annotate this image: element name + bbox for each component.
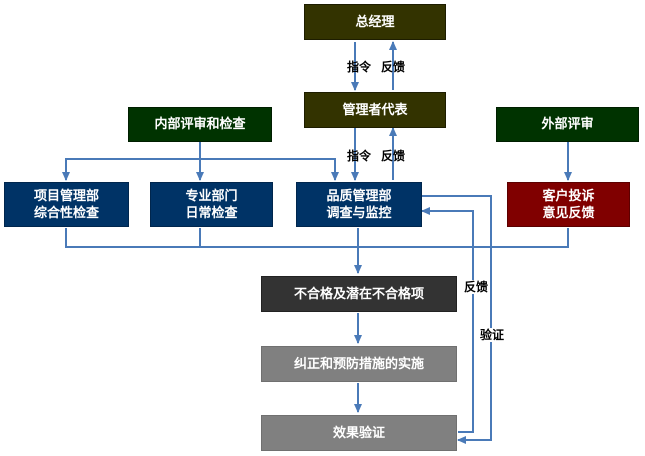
- general-manager-box: 总经理: [304, 4, 446, 40]
- quality-dept-box: 品质管理部 调查与监控: [296, 182, 422, 227]
- project-dept-line-2: 综合性检查: [33, 205, 99, 221]
- nonconformity-label: 不合格及潜在不合格项: [293, 286, 424, 302]
- line-collection: [65, 228, 569, 248]
- general-manager-label: 总经理: [355, 14, 395, 30]
- effect-verification-box: 效果验证: [261, 415, 457, 451]
- corrective-action-label: 纠正和预防措施的实施: [293, 356, 424, 372]
- customer-complaint-line-1: 客户投诉: [542, 188, 595, 204]
- quality-dept-line-1: 品质管理部: [326, 188, 392, 204]
- internal-audit-label: 内部评审和检查: [154, 117, 246, 132]
- effect-verification-label: 效果验证: [332, 425, 385, 441]
- internal-audit-box: 内部评审和检查: [128, 107, 272, 142]
- management-rep-label: 管理者代表: [342, 102, 408, 118]
- quality-dept-line-2: 调查与监控: [326, 205, 392, 221]
- project-dept-box: 项目管理部 综合性检查: [4, 182, 129, 227]
- external-audit-box: 外部评审: [496, 107, 639, 142]
- feedback-loop: [421, 207, 474, 433]
- customer-complaint-line-2: 意见反馈: [542, 205, 595, 221]
- feedback-label-top: 反馈: [381, 60, 406, 74]
- instruct-label-mid: 指令: [347, 149, 372, 163]
- professional-dept-line-2: 日常检查: [185, 205, 238, 221]
- verify-loop: [422, 195, 492, 444]
- corrective-action-box: 纠正和预防措施的实施: [261, 346, 457, 382]
- customer-complaint-box: 客户投诉 意见反馈: [507, 182, 630, 227]
- professional-dept-line-1: 专业部门: [185, 188, 238, 204]
- project-dept-line-1: 项目管理部: [33, 188, 99, 204]
- management-rep-box: 管理者代表: [304, 92, 446, 128]
- professional-dept-box: 专业部门 日常检查: [150, 182, 273, 227]
- instruct-label-top: 指令: [347, 60, 372, 74]
- feedback-loop-label: 反馈: [463, 280, 490, 294]
- external-audit-label: 外部评审: [541, 117, 594, 132]
- feedback-label-mid: 反馈: [381, 149, 406, 163]
- nonconformity-box: 不合格及潜在不合格项: [261, 276, 457, 312]
- verify-loop-label: 验证: [479, 328, 506, 342]
